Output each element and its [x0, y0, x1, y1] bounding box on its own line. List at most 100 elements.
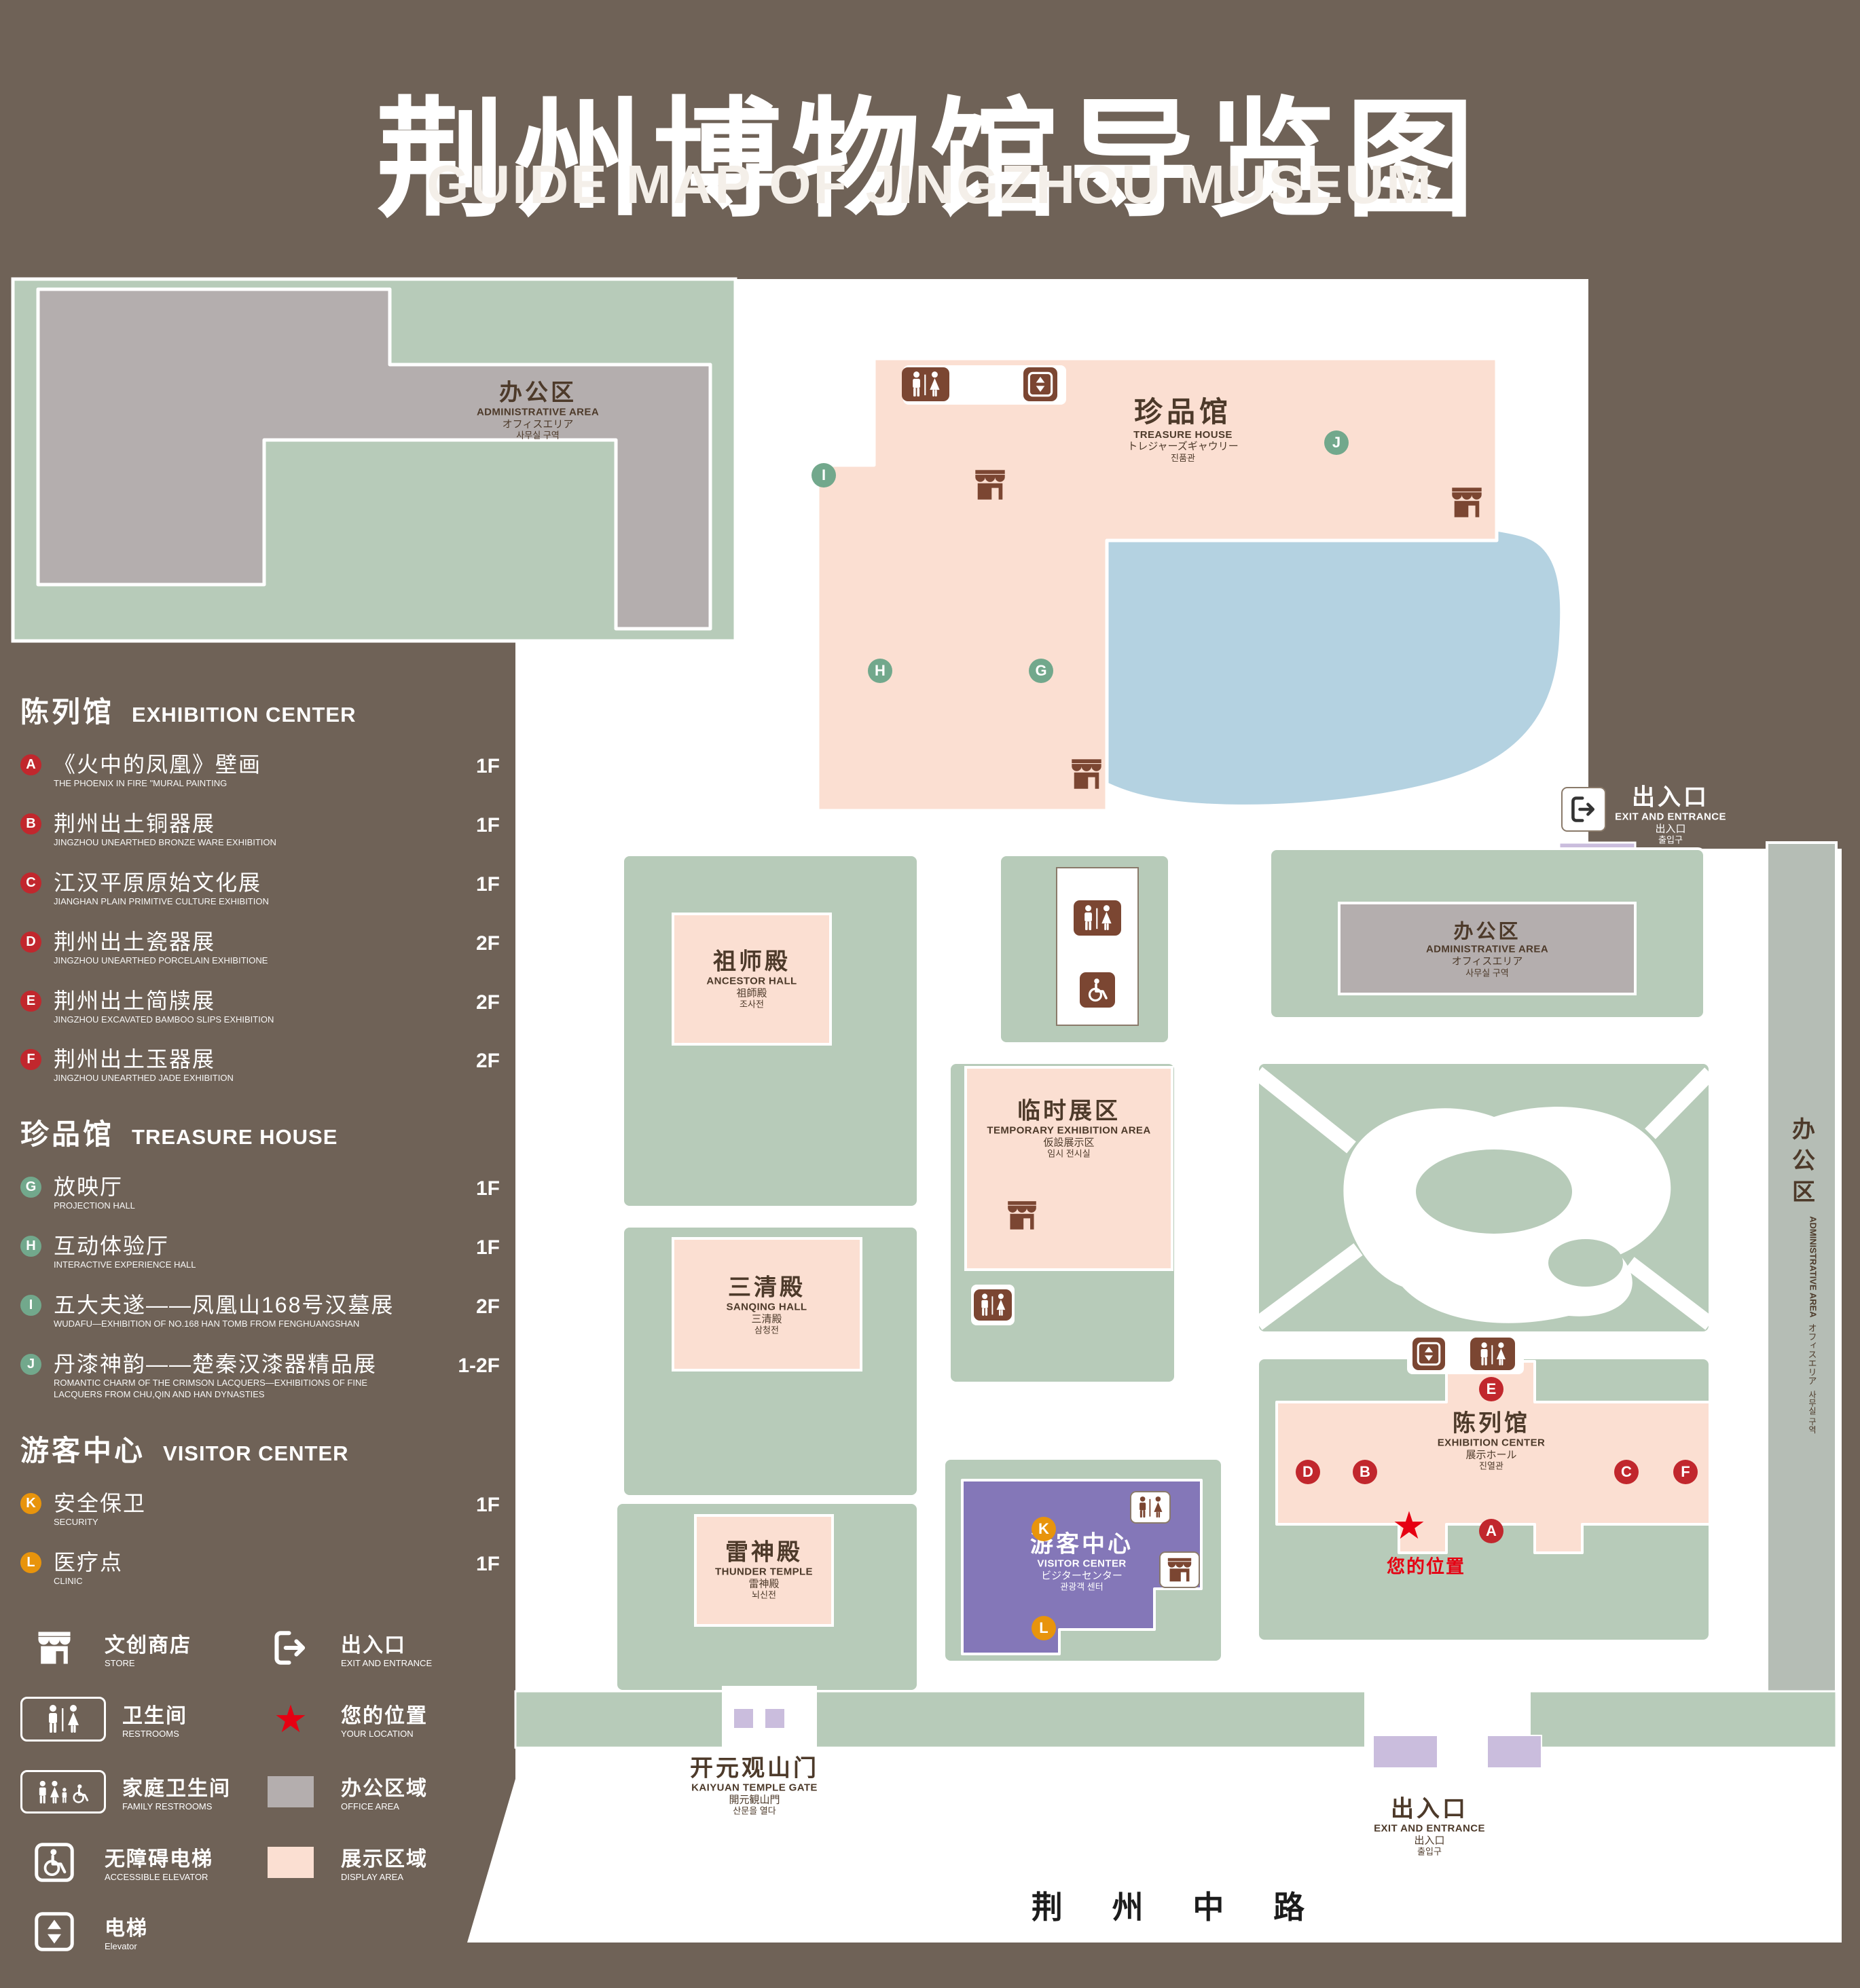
kaiyuan-gate-pillar-left — [733, 1708, 754, 1729]
legend-symbol-your-location: ★ 您的位置 YOUR LOCATION — [257, 1697, 488, 1742]
legend-marker-e: E — [20, 990, 41, 1012]
page-title: 荆州博物馆导览图 — [376, 88, 1484, 233]
marker-b: B — [1353, 1460, 1377, 1484]
your-location-star-icon: ★ — [273, 1697, 308, 1740]
exit-ne-label: 出入口 EXIT AND ENTRANCE 出入口 출입구 — [1615, 784, 1726, 846]
treasure-house-label: 珍品馆 TREASURE HOUSE トレジャーズギャウリー 진품관 — [1127, 395, 1239, 463]
display-area-swatch — [257, 1846, 325, 1878]
legend-symbol-store: 文创商店 STORE — [20, 1628, 251, 1668]
elevator-icon — [1023, 367, 1057, 401]
floor-badge: 1F — [475, 755, 500, 777]
legend-marker-i: I — [20, 1295, 41, 1317]
legend-item-k: K 安全保卫 SECURITY 1F — [20, 1490, 500, 1528]
legend-symbol-exit: 出入口 EXIT AND ENTRANCE — [257, 1628, 488, 1668]
legend-item-b: B 荆州出土铜器展 JINGZHOU UNEARTHED BRONZE WARE… — [20, 810, 500, 849]
legend-symbol-restroom: 卫生间 RESTROOMS — [20, 1696, 251, 1742]
restroom-icon — [974, 1289, 1012, 1321]
kaiyuan-gate-label: 开元观山门 KAIYUAN TEMPLE GATE 開元観山門 산문을 열다 — [690, 1755, 819, 1817]
floor-badge: 2F — [475, 1295, 500, 1319]
legend-marker-g: G — [20, 1177, 41, 1198]
restroom-icon — [1074, 900, 1121, 936]
legend-item-e: E 荆州出土简牍展 JINGZHOU EXCAVATED BAMBOO SLIP… — [20, 987, 500, 1026]
exit-icon — [257, 1628, 325, 1668]
legend-marker-a: A — [20, 754, 41, 775]
marker-f: F — [1673, 1460, 1698, 1484]
sanqing-hall-label: 三清殿 SANQING HALL 三清殿 삼청전 — [726, 1274, 807, 1336]
legend-symbol-office-area: 办公区域 OFFICE AREA — [257, 1770, 488, 1814]
store-icon — [1448, 486, 1486, 519]
legend-marker-j: J — [20, 1354, 41, 1376]
admin-east-label: 办公区 ADMINISTRATIVE AREA オフィスエリア 사무실 구역 — [1788, 1117, 1819, 1433]
legend-item-j: J 丹漆神韵——楚秦汉漆器精品展 ROMANTIC CHARM OF THE C… — [20, 1350, 500, 1401]
legend-item-d: D 荆州出土瓷器展 JINGZHOU UNEARTHED PORCELAIN E… — [20, 928, 500, 967]
floor-badge: 1F — [475, 813, 500, 836]
garden-island-small — [1548, 1239, 1623, 1287]
ancestor-hall-label: 祖师殿 ANCESTOR HALL 祖師殿 조사전 — [706, 949, 797, 1010]
accessible-elevator-icon — [20, 1842, 88, 1883]
legend-symbol-family-restroom: 家庭卫生间 FAMILY RESTROOMS — [20, 1769, 251, 1814]
legend-item-c: C 江汉平原原始文化展 JIANGHAN PLAIN PRIMITIVE CUL… — [20, 869, 500, 908]
floor-badge: 2F — [475, 1050, 500, 1073]
floor-badge: 1F — [475, 872, 500, 896]
floor-badge: 1F — [475, 1177, 500, 1200]
store-icon — [20, 1630, 88, 1665]
restroom-icon — [1130, 1491, 1171, 1524]
legend-section-visitor-center: 游客中心 VISITOR CENTER — [20, 1434, 349, 1467]
store-icon — [1068, 758, 1106, 790]
store-icon — [971, 468, 1009, 501]
legend-symbol-accessible-elevator: 无障碍电梯 ACCESSIBLE ELEVATOR — [20, 1842, 251, 1883]
exhibition-center-label: 陈列馆 EXHIBITION CENTER 展示ホール 진열관 — [1437, 1410, 1546, 1472]
south-exit-structure-left — [1372, 1735, 1438, 1769]
floor-badge: 2F — [475, 932, 500, 955]
floor-badge: 1F — [475, 1236, 500, 1259]
accessible-restroom-icon — [1080, 972, 1115, 1008]
legend-item-f: F 荆州出土玉器展 JINGZHOU UNEARTHED JADE EXHIBI… — [20, 1046, 500, 1084]
visitor-center-building — [961, 1479, 1203, 1655]
legend-marker-d: D — [20, 931, 41, 953]
ancestor-hall-building — [672, 913, 832, 1046]
page-subtitle: GUIDE MAP OF JINGZHOU MUSEUM — [426, 154, 1434, 215]
office-area-swatch — [257, 1775, 325, 1807]
marker-c: C — [1614, 1460, 1639, 1484]
marker-j: J — [1324, 430, 1349, 455]
marker-e: E — [1479, 1377, 1503, 1401]
exit-south-label: 出入口 EXIT AND ENTRANCE 出入口 출입구 — [1374, 1796, 1485, 1858]
restroom-icon — [20, 1696, 106, 1742]
store-icon — [1159, 1551, 1200, 1588]
thunder-temple-building — [694, 1514, 834, 1627]
your-location-label: 您的位置 — [1387, 1556, 1465, 1577]
lawn-south-strip — [514, 1690, 1838, 1749]
marker-i: I — [812, 463, 836, 487]
your-location-star-icon: ★ — [1391, 1504, 1427, 1547]
marker-k: K — [1032, 1517, 1056, 1541]
legend-item-i: I 五大夫遂——凤凰山168号汉墓展 WUDAFU—EXHIBITION OF … — [20, 1291, 500, 1330]
legend-section-treasure-house: 珍品馆 TREASURE HOUSE — [20, 1118, 338, 1151]
family-restroom-icon — [20, 1769, 106, 1814]
restroom-icon — [1470, 1338, 1515, 1370]
legend-marker-k: K — [20, 1492, 41, 1514]
garden-paths — [1253, 1067, 1715, 1330]
temporary-exhibition-building — [964, 1066, 1173, 1271]
exit-icon — [1561, 787, 1606, 832]
marker-l: L — [1032, 1616, 1056, 1640]
restroom-icon — [902, 367, 949, 401]
legend-item-l: L 医疗点 CLINIC 1F — [20, 1549, 500, 1587]
admin-building-nw — [36, 287, 712, 631]
legend-marker-c: C — [20, 872, 41, 894]
legend-item-h: H 互动体验厅 INTERACTIVE EXPERIENCE HALL 1F — [20, 1232, 500, 1271]
admin-right-label: 办公区 ADMINISTRATIVE AREA オフィスエリア 사무실 구역 — [1425, 921, 1549, 978]
elevator-icon — [1412, 1338, 1445, 1370]
thunder-temple-label: 雷神殿 THUNDER TEMPLE 雷神殿 뇌신전 — [715, 1539, 813, 1601]
legend-marker-b: B — [20, 813, 41, 834]
road-label: 荆 州 中 路 — [1031, 1890, 1326, 1925]
legend-item-a: A 《火中的凤凰》壁画 THE PHOENIX IN FIRE "MURAL P… — [20, 751, 500, 790]
south-exit-structure-right — [1487, 1735, 1542, 1769]
legend-symbol-display-area: 展示区域 DISPLAY AREA — [257, 1842, 488, 1883]
floor-badge: 2F — [475, 991, 500, 1014]
marker-h: H — [868, 659, 892, 683]
legend-symbols: 文创商店 STORE 出入口 EXIT AND ENTRANCE 卫生间 — [20, 1628, 500, 1952]
kaiyuan-gate-pillar-right — [764, 1708, 786, 1729]
legend-marker-l: L — [20, 1551, 41, 1573]
sanqing-hall-building — [672, 1237, 862, 1372]
